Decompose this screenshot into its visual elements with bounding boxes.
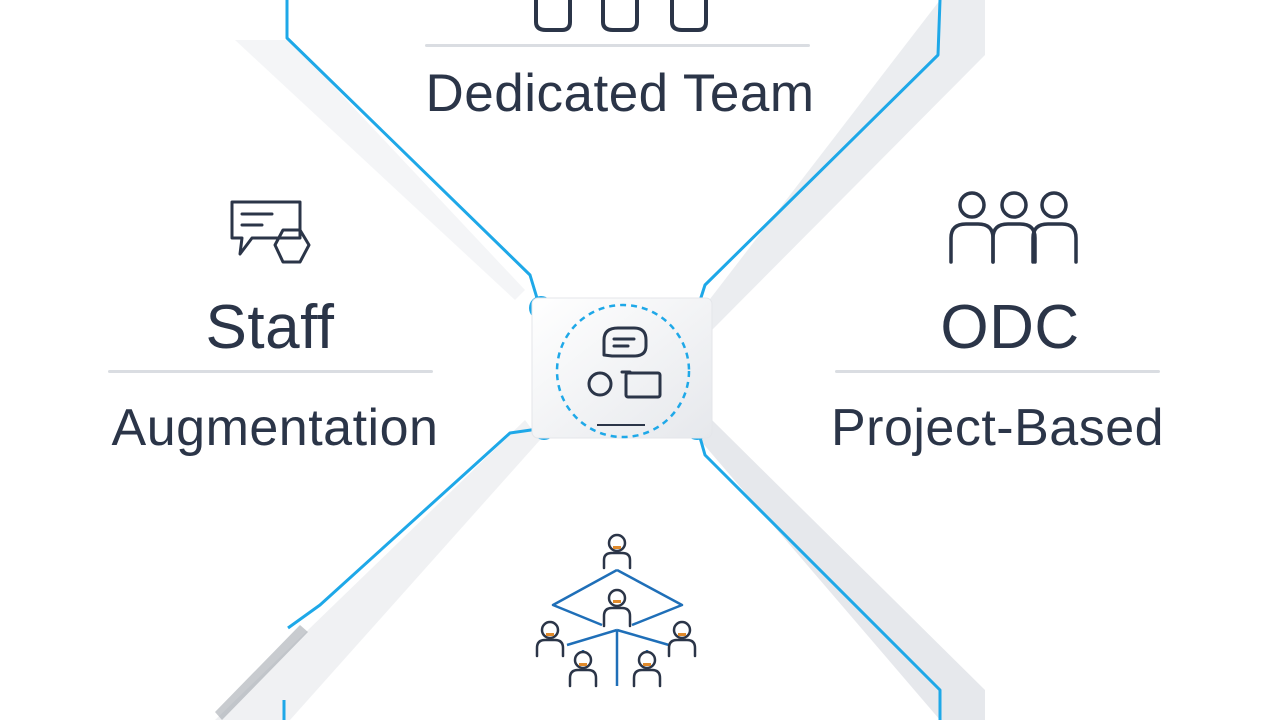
connector-bottom-right <box>695 426 942 720</box>
staff-title: Staff <box>205 293 335 362</box>
right-separator <box>835 370 1160 373</box>
person-bottom-left <box>568 650 598 688</box>
organization-hierarchy-icon <box>535 533 697 688</box>
lower-left-edge-shadow <box>215 625 308 720</box>
person-bottom-right <box>632 650 662 688</box>
odc-title: ODC <box>940 293 1080 362</box>
center-hub-ring <box>555 303 691 439</box>
person-right <box>667 620 697 658</box>
people-silhouettes-icon <box>534 0 708 32</box>
person-left <box>535 620 565 658</box>
group-of-three-people-icon <box>949 191 1078 264</box>
center-hub-box <box>531 297 713 439</box>
top-separator <box>425 44 810 47</box>
left-separator <box>108 370 433 373</box>
person-top <box>602 533 632 570</box>
consulting-hub-icon <box>587 326 662 399</box>
person-middle <box>602 588 632 628</box>
project-based-subtitle: Project-Based <box>830 399 1165 457</box>
dedicated-team-label: Dedicated Team <box>425 64 815 123</box>
panel-shading <box>215 0 985 720</box>
center-hub <box>531 297 713 439</box>
connector-bottom-left <box>287 426 546 630</box>
chat-and-person-icon <box>230 200 311 264</box>
augmentation-subtitle: Augmentation <box>111 399 439 457</box>
connector-top-left <box>285 0 542 309</box>
